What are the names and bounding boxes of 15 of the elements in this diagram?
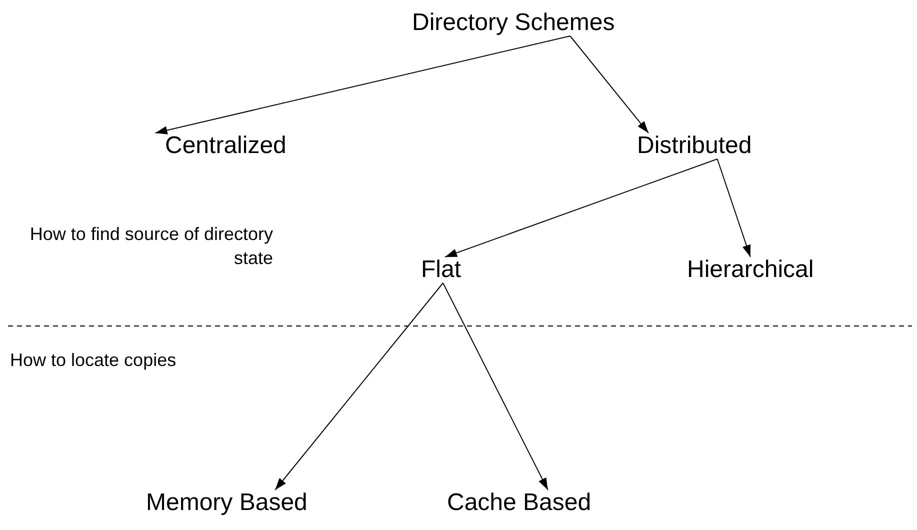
arrow <box>444 158 718 258</box>
annotation-text: How to find source of directory state <box>28 223 273 270</box>
node-label: Centralized <box>165 133 286 159</box>
arrow <box>154 36 571 134</box>
arrow <box>274 282 444 490</box>
node-label: Flat <box>421 257 462 283</box>
annotation-text: How to locate copies <box>10 349 178 372</box>
node-label: Hierarchical <box>687 257 814 283</box>
arrow <box>716 158 751 258</box>
node-label: Distributed <box>637 133 752 159</box>
node-label: Directory Schemes <box>412 10 615 36</box>
arrow <box>570 36 649 134</box>
node-label: Cache Based <box>447 490 592 516</box>
arrow <box>442 282 548 490</box>
node-label: Memory Based <box>146 490 308 516</box>
